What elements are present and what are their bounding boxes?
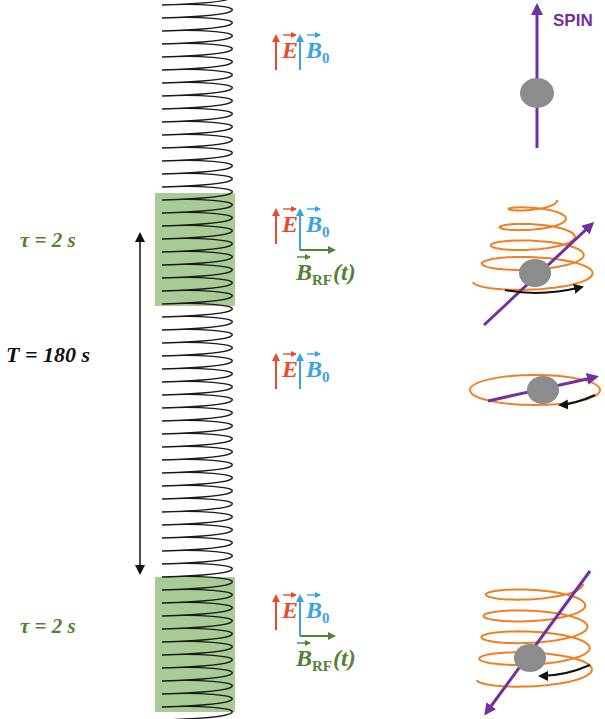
subscript: RF [312, 659, 332, 674]
vector-accent [283, 35, 320, 643]
field-symbol: B [306, 357, 322, 381]
spin-figure [470, 375, 600, 405]
field-symbol: E [282, 38, 298, 62]
subscript: RF [312, 273, 332, 288]
field-symbol: E [282, 598, 298, 622]
field-symbol: B [296, 646, 312, 670]
field-symbol: B [306, 598, 322, 622]
subscript: 0 [322, 225, 330, 240]
field-symbol: E [282, 357, 298, 381]
field-symbol: B [306, 212, 322, 236]
field-symbol: B [306, 38, 322, 62]
subscript: 0 [322, 51, 330, 66]
spin-figure [473, 200, 593, 325]
field-argument: (t) [333, 260, 356, 284]
subscript: 0 [322, 370, 330, 385]
spin-figure [520, 6, 554, 148]
field-symbol: B [296, 260, 312, 284]
period-arrow [139, 240, 141, 573]
duration-label: τ = 2 s [20, 616, 76, 637]
spin-figure [477, 571, 592, 713]
field-symbol: E [282, 212, 298, 236]
period-label: T = 180 s [6, 344, 90, 366]
spin-label: SPIN [553, 12, 593, 29]
subscript: 0 [322, 611, 330, 626]
pulse-band [155, 577, 235, 712]
coil [162, 0, 232, 719]
duration-label: τ = 2 s [20, 230, 76, 251]
field-arrows [276, 36, 334, 636]
field-argument: (t) [333, 646, 356, 670]
